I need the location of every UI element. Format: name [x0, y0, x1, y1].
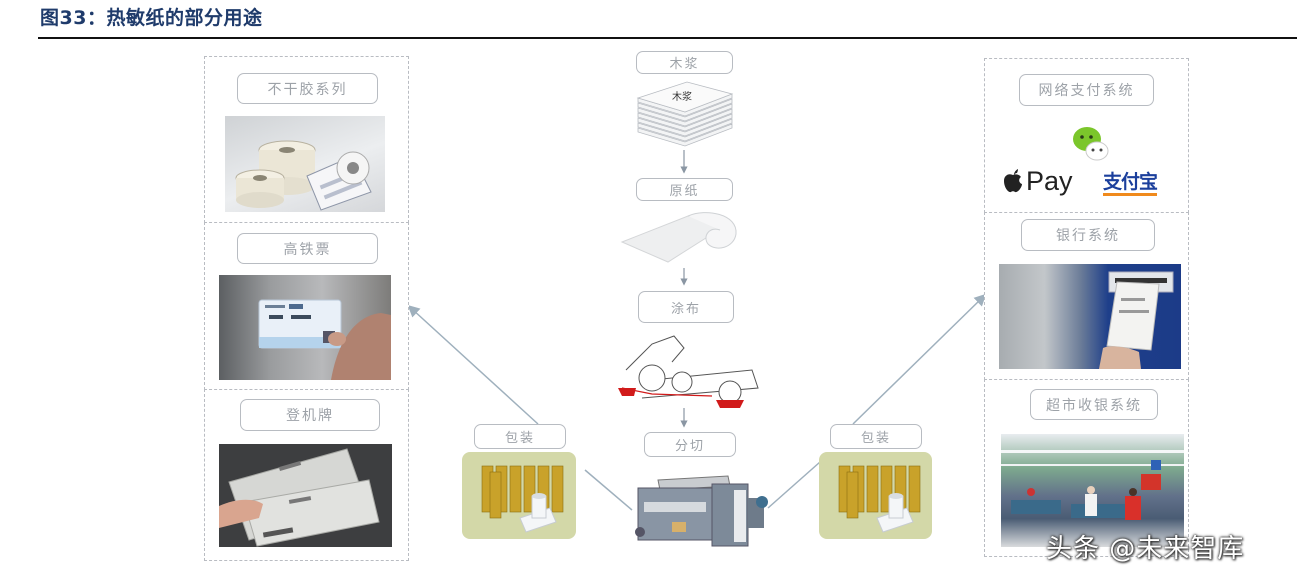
packaging-label-right: 包装 [830, 424, 922, 449]
label-train-ticket: 高铁票 [237, 233, 378, 264]
packaging-label-left: 包装 [474, 424, 566, 449]
alipay-logo: 支付宝 [1103, 168, 1158, 198]
panel-bank-system: 银行系统 [984, 212, 1189, 380]
label-label-series: 不干胶系列 [237, 73, 378, 104]
step-label-slitting: 分切 [644, 432, 736, 457]
label-online-payment: 网络支付系统 [1019, 74, 1154, 106]
watermark: 头条 @未来智库 [1046, 534, 1245, 564]
paper-stack-icon: 木浆 [632, 80, 738, 152]
label-supermarket: 超市收银系统 [1030, 389, 1158, 420]
step-label-base-paper: 原纸 [636, 178, 733, 201]
figure-title: 图33：热敏纸的部分用途 [40, 7, 263, 29]
paper-roll-icon [618, 208, 740, 266]
panel-label-series: 不干胶系列 [204, 56, 409, 223]
connector-right-slitter-to-pack [767, 461, 821, 509]
connector-right-arrow [852, 293, 987, 425]
panel-train-ticket: 高铁票 [204, 222, 409, 390]
paper-rolls-photo-left [462, 452, 576, 539]
panel-boarding-pass: 登机牌 [204, 389, 409, 561]
label-boarding-pass: 登机牌 [240, 399, 380, 431]
apple-icon [1004, 169, 1022, 193]
step-label-wood-pulp: 木浆 [636, 51, 733, 74]
wechat-pay-icon [1071, 125, 1111, 163]
train-ticket-photo [219, 275, 391, 380]
paper-stack-caption: 木浆 [672, 90, 692, 103]
panel-online-payment: 网络支付系统 Pay 支付宝 [984, 58, 1189, 213]
connector-left-pack-to-slitter [584, 469, 633, 511]
title-rule [38, 37, 1297, 39]
apple-pay-logo: Pay [1003, 165, 1073, 197]
coating-machine-icon [612, 330, 760, 410]
boarding-pass-photo [219, 444, 392, 547]
bank-receipt-photo [999, 264, 1181, 369]
label-rolls-photo [225, 116, 385, 212]
panel-supermarket: 超市收银系统 [984, 379, 1189, 557]
label-bank-system: 银行系统 [1021, 219, 1155, 251]
supermarket-checkout-photo [1001, 434, 1184, 547]
apple-pay-text: Pay [1026, 165, 1073, 196]
step-label-coating: 涂布 [638, 291, 734, 323]
connector-left-arrow [407, 304, 539, 425]
slitting-machine-icon [632, 462, 772, 554]
paper-rolls-photo-right [819, 452, 932, 539]
